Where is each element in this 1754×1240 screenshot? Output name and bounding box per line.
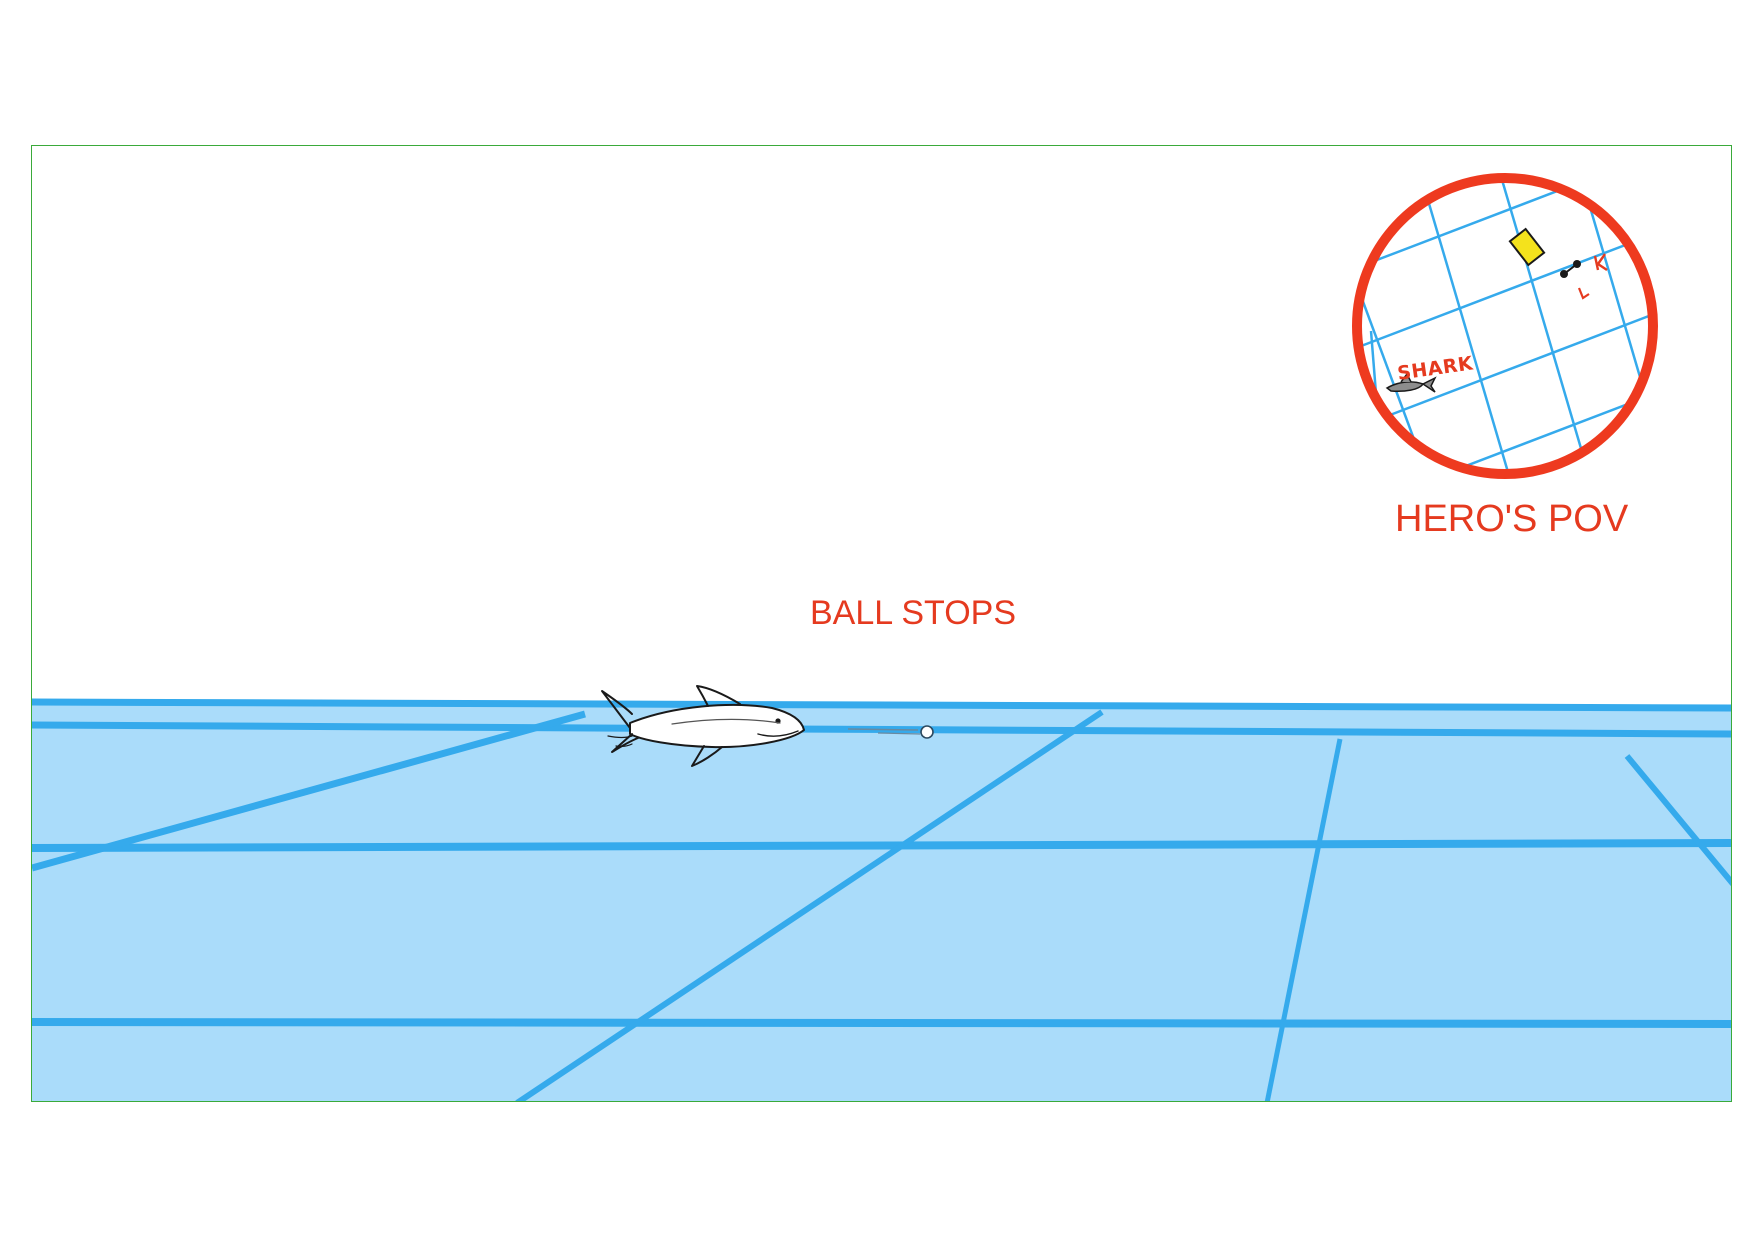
grid-line-diagonal <box>32 710 586 872</box>
pov-inset <box>1352 173 1658 479</box>
grid-line-horizontal <box>32 839 1731 852</box>
ball-stops-caption: BALL STOPS <box>810 594 1016 632</box>
grid-line-horizontal <box>32 1018 1731 1028</box>
pov-ring <box>1352 173 1658 479</box>
shark-sketch <box>601 685 805 767</box>
ball-icon <box>847 725 934 739</box>
pool-scene <box>32 685 1731 1101</box>
grid-line-diagonal <box>1264 738 1343 1101</box>
pov-title: HERO'S POV <box>1395 498 1629 540</box>
target-block-icon <box>1508 227 1546 267</box>
storyboard-frame: SHARK BALL STOPS HERO'S POV <box>31 145 1732 1102</box>
horizon-line-top <box>32 698 1731 712</box>
grid-line-diagonal <box>515 709 1104 1101</box>
hero-marker-icon <box>1560 253 1608 300</box>
map-shark-icon <box>1385 372 1437 393</box>
water-surface <box>32 702 1731 1101</box>
grid-line-diagonal <box>1624 754 1731 886</box>
